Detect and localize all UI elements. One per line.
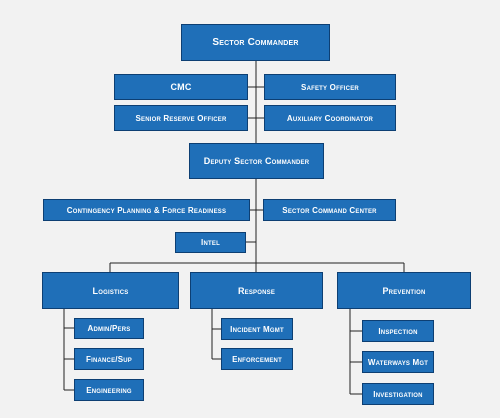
incident-mgmt-box: Incident Mgmt	[221, 318, 293, 340]
safety-officer-box: Safety Officer	[264, 74, 396, 100]
investigation-box: Investigation	[362, 383, 434, 405]
sector-commander-box: Sector Commander	[181, 24, 330, 61]
logistics-box: Logistics	[42, 272, 179, 309]
inspection-box: Inspection	[362, 320, 434, 342]
admin-pers-box: Admin/Pers	[74, 318, 144, 339]
auxiliary-coordinator-box: Auxiliary Coordinator	[264, 105, 396, 131]
intel-box: Intel	[175, 232, 246, 253]
senior-reserve-officer-box: Senior Reserve Officer	[114, 105, 248, 131]
contingency-planning-box: Contingency Planning & Force Readiness	[43, 199, 250, 221]
sector-command-center-box: Sector Command Center	[263, 199, 396, 221]
prevention-box: Prevention	[337, 272, 471, 309]
response-box: Response	[190, 272, 323, 309]
enforcement-box: Enforcement	[221, 348, 293, 370]
waterways-mgt-box: Waterways Mgt	[362, 351, 434, 373]
engineering-box: Engineering	[74, 379, 144, 401]
cmc-box: CMC	[114, 74, 248, 100]
deputy-sector-commander-box: Deputy Sector Commander	[189, 143, 324, 179]
finance-sup-box: Finance/Sup	[74, 348, 144, 370]
